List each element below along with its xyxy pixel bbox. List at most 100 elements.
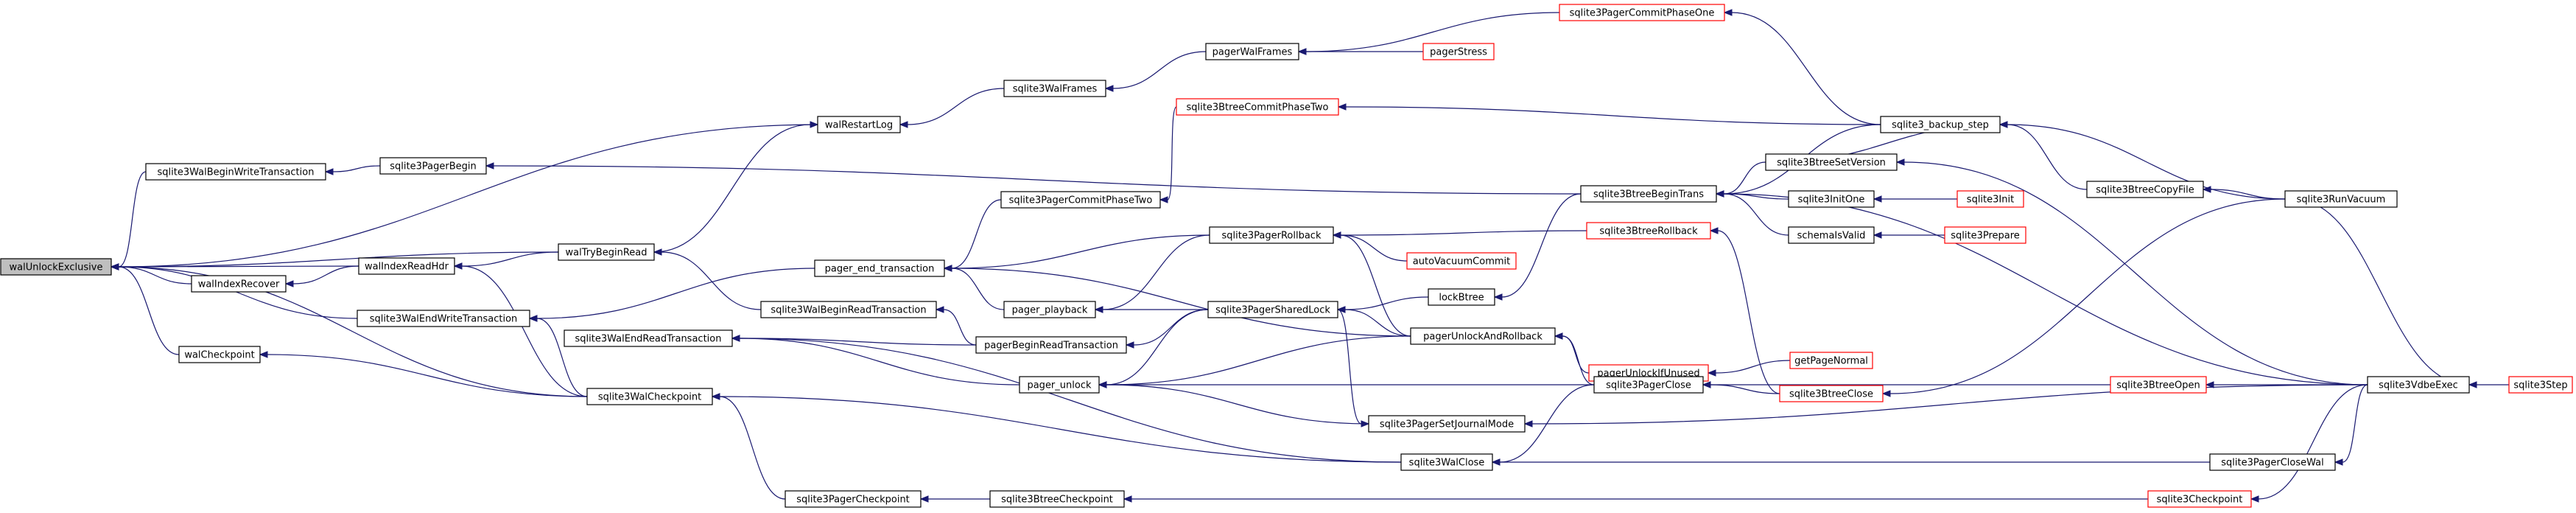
node-sqlite3RunVacuum[interactable]: sqlite3RunVacuum [2284, 190, 2398, 208]
node-label: sqlite3PagerClose [1606, 380, 1691, 391]
node-sqlite3Prepare[interactable]: sqlite3Prepare [1944, 226, 2026, 244]
node-label: walRestartLog [825, 120, 893, 131]
node-sqlite3BtreeClose[interactable]: sqlite3BtreeClose [1779, 385, 1884, 402]
edge-pager_playback-to-pager_end_transaction [943, 265, 1005, 310]
node-sqlite3BtreeBeginTrans[interactable]: sqlite3BtreeBeginTrans [1580, 185, 1717, 203]
edge-sqlite3BtreeCopyFile-to-sqlite3_backup_step [1998, 121, 2088, 190]
node-box [564, 329, 733, 347]
node-label: sqlite3PagerSetJournalMode [1380, 419, 1514, 430]
node-sqlite3WalBeginWriteTransaction[interactable]: sqlite3WalBeginWriteTransaction [145, 163, 326, 181]
edge-sqlite3InitOne-to-sqlite3BtreeBeginTrans [1715, 190, 1789, 200]
edge-sqlite3BtreeCommitPhaseTwo-to-sqlite3PagerCommitPhaseTwo [1159, 106, 1177, 203]
edge-sqlite3WalClose-to-sqlite3WalEndReadTransaction [731, 335, 1402, 463]
node-walTryBeginRead[interactable]: walTryBeginRead [558, 243, 655, 261]
node-pagerWalFrames[interactable]: pagerWalFrames [1205, 43, 1299, 60]
node-sqlite3WalEndReadTransaction[interactable]: sqlite3WalEndReadTransaction [564, 329, 733, 347]
node-schemaIsValid[interactable]: schemaIsValid [1788, 226, 1875, 244]
edge-sqlite3VdbeExec-to-sqlite3Checkpoint [2250, 384, 2368, 503]
node-sqlite3WalClose[interactable]: sqlite3WalClose [1400, 453, 1493, 471]
edge-walTryBeginRead-to-walRestartLog [653, 121, 819, 253]
node-sqlite3PagerSetJournalMode[interactable]: sqlite3PagerSetJournalMode [1368, 415, 1526, 433]
edge-sqlite3PagerCloseWal-to-sqlite3WalClose [1491, 458, 2210, 466]
node-box [1422, 43, 1495, 60]
node-pager_end_transaction[interactable]: pager_end_transaction [814, 259, 945, 277]
edge-sqlite3VdbeExec-to-sqlite3PagerSetJournalMode [1523, 384, 2368, 427]
edge-sqlite3_backup_step-to-sqlite3BtreeCommitPhaseTwo [1337, 103, 1881, 125]
node-box [191, 275, 287, 293]
node-label: walTryBeginRead [566, 248, 647, 259]
node-label: sqlite3BtreeBeginTrans [1593, 189, 1704, 200]
edge-sqlite3BtreeBeginTrans-to-lockBtree [1493, 193, 1582, 301]
edge-pagerUnlockAndRollback-to-sqlite3PagerSharedLock [1336, 306, 1411, 337]
node-label: sqlite3Step [2513, 380, 2567, 391]
edge-sqlite3PagerCommitPhaseTwo-to-pager_end_transaction [943, 199, 1002, 272]
node-label: sqlite3BtreeCopyFile [2096, 185, 2194, 196]
edge-sqlite3BtreeRollback-to-sqlite3PagerRollback [1332, 230, 1587, 239]
node-label: sqlite3BtreeCheckpoint [1001, 495, 1113, 506]
node-sqlite3PagerSharedLock[interactable]: sqlite3PagerSharedLock [1207, 301, 1338, 318]
node-sqlite3VdbeExec[interactable]: sqlite3VdbeExec [2367, 376, 2470, 394]
node-label: walCheckpoint [184, 350, 254, 361]
node-box [1406, 252, 1517, 270]
node-pagerBeginReadTransaction[interactable]: pagerBeginReadTransaction [975, 336, 1127, 354]
node-box [1580, 185, 1717, 203]
node-box [1410, 327, 1556, 345]
node-sqlite3PagerCheckpoint[interactable]: sqlite3PagerCheckpoint [785, 490, 922, 508]
node-sqlite3WalEndWriteTransaction[interactable]: sqlite3WalEndWriteTransaction [357, 310, 530, 327]
node-pagerUnlockAndRollback[interactable]: pagerUnlockAndRollback [1410, 327, 1556, 345]
node-walRestartLog[interactable]: walRestartLog [817, 116, 901, 133]
node-sqlite3BtreeRollback[interactable]: sqlite3BtreeRollback [1586, 222, 1711, 240]
node-getPageNormal[interactable]: getPageNormal [1789, 352, 1873, 369]
node-walCheckpoint[interactable]: walCheckpoint [178, 346, 261, 363]
node-box [760, 301, 937, 318]
node-sqlite3InitOne[interactable]: sqlite3InitOne [1788, 190, 1875, 208]
edge-layer [110, 9, 2509, 503]
node-label: pager_end_transaction [825, 264, 935, 275]
node-label: sqlite3BtreeCommitPhaseTwo [1187, 102, 1329, 114]
edge-sqlite3PagerSharedLock-to-sqlite3PagerSetJournalMode [1337, 309, 1370, 427]
node-autoVacuumCommit[interactable]: autoVacuumCommit [1406, 252, 1517, 270]
node-sqlite3Init[interactable]: sqlite3Init [1956, 190, 2024, 208]
node-box [1789, 352, 1873, 369]
edge-sqlite3RunVacuum-to-sqlite3BtreeClose [1881, 198, 2286, 397]
edge-pagerUnlockIfUnused-to-pagerUnlockAndRollback [1554, 332, 1590, 374]
node-box [379, 157, 487, 175]
edge-sqlite3Prepare-to-schemaIsValid [1873, 231, 1945, 239]
node-lockBtree[interactable]: lockBtree [1428, 288, 1495, 306]
node-walIndexReadHdr[interactable]: walIndexReadHdr [358, 257, 455, 275]
node-sqlite3BtreeCheckpoint[interactable]: sqlite3BtreeCheckpoint [989, 490, 1125, 508]
node-sqlite3BtreeOpen[interactable]: sqlite3BtreeOpen [2110, 376, 2207, 394]
node-sqlite3PagerCommitPhaseOne[interactable]: sqlite3PagerCommitPhaseOne [1559, 4, 1725, 21]
node-walIndexRecover[interactable]: walIndexRecover [191, 275, 287, 293]
node-pager_playback[interactable]: pager_playback [1003, 301, 1096, 318]
node-sqlite3Checkpoint[interactable]: sqlite3Checkpoint [2147, 490, 2252, 508]
edge-sqlite3BtreeClose-to-sqlite3BtreeRollback [1709, 227, 1780, 394]
node-label: pagerWalFrames [1212, 47, 1293, 58]
node-sqlite3WalCheckpoint[interactable]: sqlite3WalCheckpoint [586, 388, 713, 405]
edge-sqlite3WalBeginWriteTransaction-to-walUnlockExclusive [110, 171, 147, 271]
node-sqlite3_backup_step[interactable]: sqlite3_backup_step [1880, 116, 2001, 133]
node-sqlite3PagerBegin[interactable]: sqlite3PagerBegin [379, 157, 487, 175]
edge-sqlite3Init-to-sqlite3InitOne [1873, 195, 1957, 203]
node-sqlite3PagerRollback[interactable]: sqlite3PagerRollback [1209, 226, 1334, 244]
node-sqlite3WalFrames[interactable]: sqlite3WalFrames [1003, 80, 1106, 97]
node-sqlite3PagerCommitPhaseTwo[interactable]: sqlite3PagerCommitPhaseTwo [1000, 191, 1161, 209]
node-box [1209, 226, 1334, 244]
node-sqlite3PagerClose[interactable]: sqlite3PagerClose [1593, 376, 1704, 394]
node-box [2209, 453, 2336, 471]
node-sqlite3BtreeCommitPhaseTwo[interactable]: sqlite3BtreeCommitPhaseTwo [1176, 98, 1339, 116]
node-pager_unlock[interactable]: pager_unlock [1019, 376, 1100, 394]
node-label: pagerBeginReadTransaction [984, 341, 1118, 352]
node-pagerStress[interactable]: pagerStress [1422, 43, 1495, 60]
node-sqlite3BtreeSetVersion[interactable]: sqlite3BtreeSetVersion [1765, 153, 1898, 171]
edge-sqlite3BtreeCheckpoint-to-sqlite3PagerCheckpoint [919, 495, 990, 503]
edge-sqlite3_backup_step-to-sqlite3PagerCommitPhaseOne [1723, 9, 1881, 125]
node-sqlite3BtreeCopyFile[interactable]: sqlite3BtreeCopyFile [2086, 181, 2204, 198]
node-label: autoVacuumCommit [1413, 256, 1510, 268]
node-box [1019, 376, 1100, 394]
node-sqlite3WalBeginReadTransaction[interactable]: sqlite3WalBeginReadTransaction [760, 301, 937, 318]
edge-sqlite3WalFrames-to-walRestartLog [899, 88, 1005, 128]
node-walUnlockExclusive[interactable]: walUnlockExclusive [0, 258, 112, 276]
node-sqlite3Step[interactable]: sqlite3Step [2508, 376, 2573, 394]
node-sqlite3PagerCloseWal[interactable]: sqlite3PagerCloseWal [2209, 453, 2336, 471]
